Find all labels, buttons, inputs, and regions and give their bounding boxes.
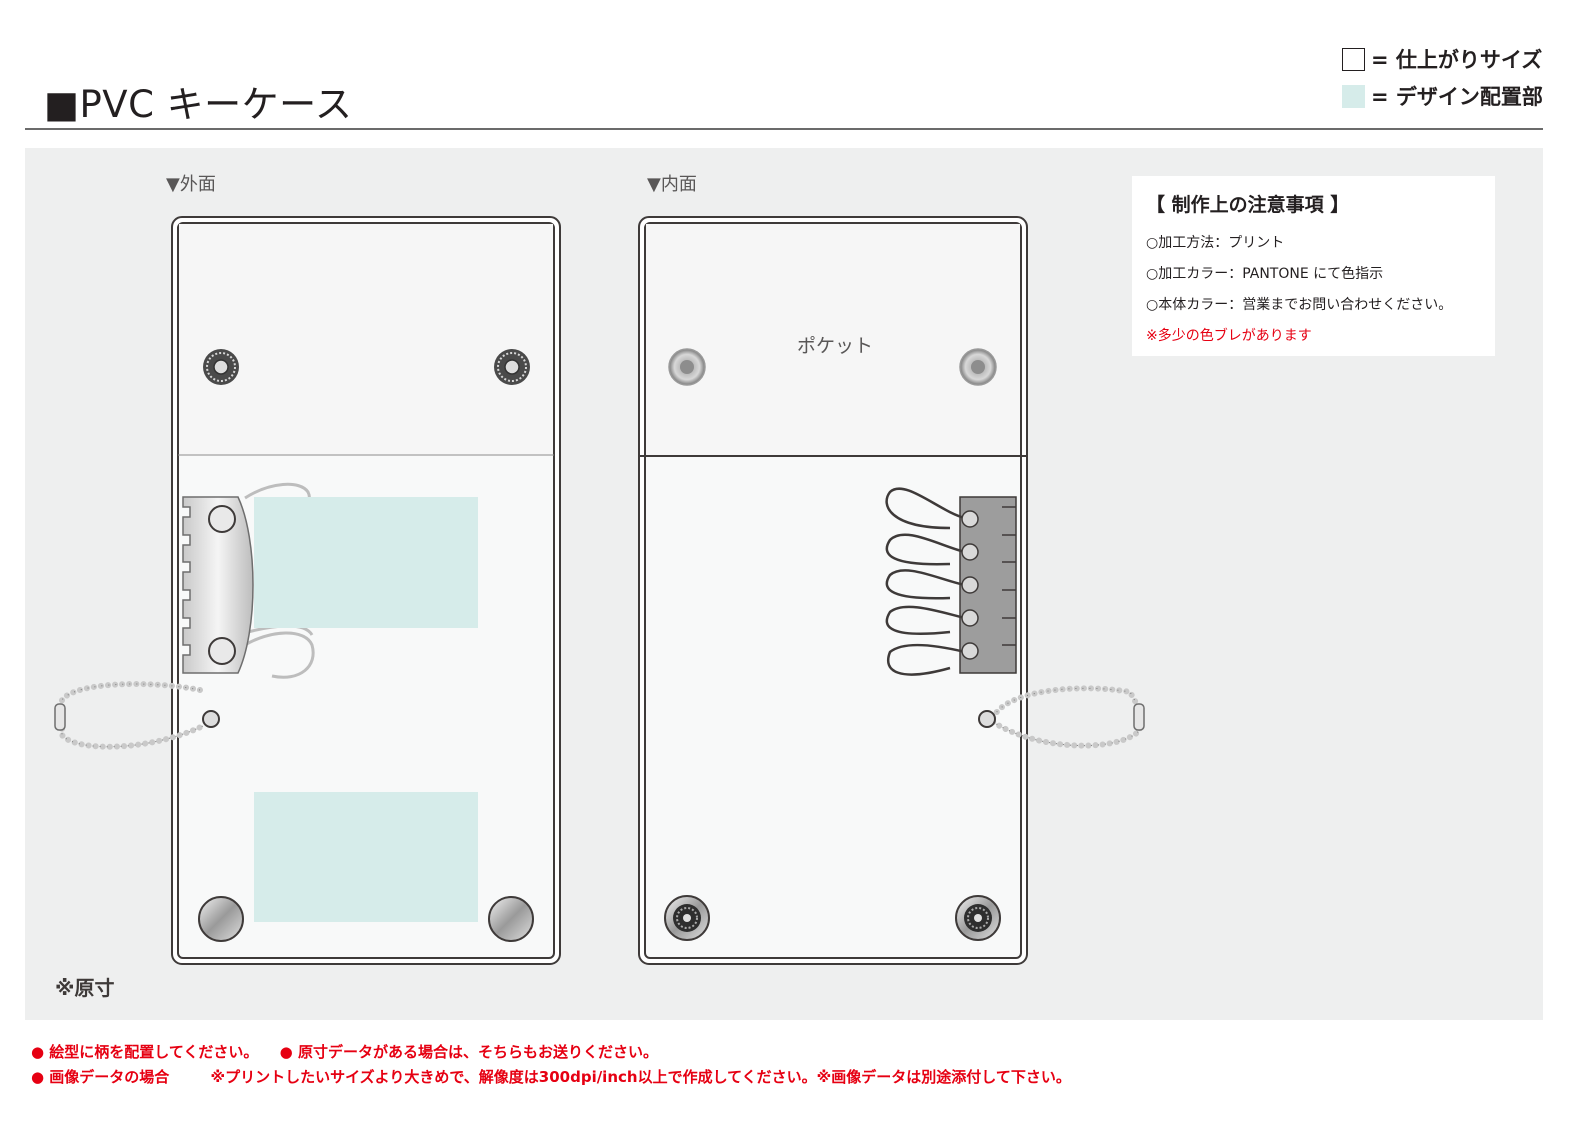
color-variation-warning: ※多少の色ブレがあります	[1146, 328, 1312, 344]
decorative-rivet-icon	[203, 349, 239, 385]
outside-label: ▼外面	[166, 174, 216, 195]
note-line: ○加工カラー：PANTONE にて色指示	[1146, 266, 1384, 282]
legend-finished-size-label: = 仕上がりサイズ	[1371, 48, 1543, 72]
notes-title: 【 制作上の注意事項 】	[1146, 194, 1350, 216]
decorative-rivet-icon	[494, 349, 530, 385]
snap-button-icon	[198, 896, 244, 942]
footer-instructions-1: ● 絵型に柄を配置してください。 ● 原寸データがある場合は、そちらもお送りくだ…	[31, 1041, 674, 1062]
legend-finished-size: = 仕上がりサイズ	[1342, 45, 1542, 73]
page-title: ■PVC キーケース	[44, 83, 353, 126]
design-area-lower	[254, 792, 478, 922]
outside-body	[171, 216, 561, 965]
key-plate	[182, 496, 254, 674]
footer-text: ● 絵型に柄を配置してください。	[31, 1043, 259, 1061]
header-divider	[25, 128, 1543, 130]
pocket-label: ポケット	[797, 335, 873, 357]
snap-socket-icon	[664, 895, 710, 941]
snap-button-icon	[488, 896, 534, 942]
footer-instructions-2: ● 画像データの場合 ※プリントしたいサイズより大きめで、解像度は300dpi/…	[31, 1066, 1087, 1087]
note-line: ○本体カラー：営業までお問い合わせください。	[1146, 297, 1453, 313]
note-line: ○加工方法：プリント	[1146, 235, 1285, 251]
snap-socket-icon	[955, 895, 1001, 941]
ball-chain	[54, 681, 208, 750]
actual-size-note: ※原寸	[55, 976, 115, 1000]
inside-label: ▼内面	[647, 174, 697, 195]
design-area-upper	[254, 497, 478, 628]
footer-text: ● 原寸データがある場合は、そちらもお送りください。	[279, 1043, 658, 1061]
production-notes: 【 制作上の注意事項 】 ○加工方法：プリント ○加工カラー：PANTONE に…	[1132, 176, 1495, 356]
snap-stud-icon	[959, 348, 997, 386]
ball-chain	[990, 685, 1145, 749]
snap-stud-icon	[668, 348, 706, 386]
inside-body	[638, 216, 1028, 965]
key-hook-set	[885, 487, 1017, 676]
footer-text: ※プリントしたいサイズより大きめで、解像度は300dpi/inch以上で作成して…	[210, 1068, 1071, 1086]
legend-design-area: = デザイン配置部	[1342, 82, 1543, 110]
design-area-swatch	[1342, 84, 1365, 108]
footer-text: ● 画像データの場合	[31, 1068, 170, 1086]
finished-size-swatch	[1342, 47, 1365, 71]
chain-eyelet-icon	[202, 710, 220, 728]
legend-design-area-label: = デザイン配置部	[1371, 85, 1543, 109]
chain-eyelet-icon	[978, 710, 996, 728]
